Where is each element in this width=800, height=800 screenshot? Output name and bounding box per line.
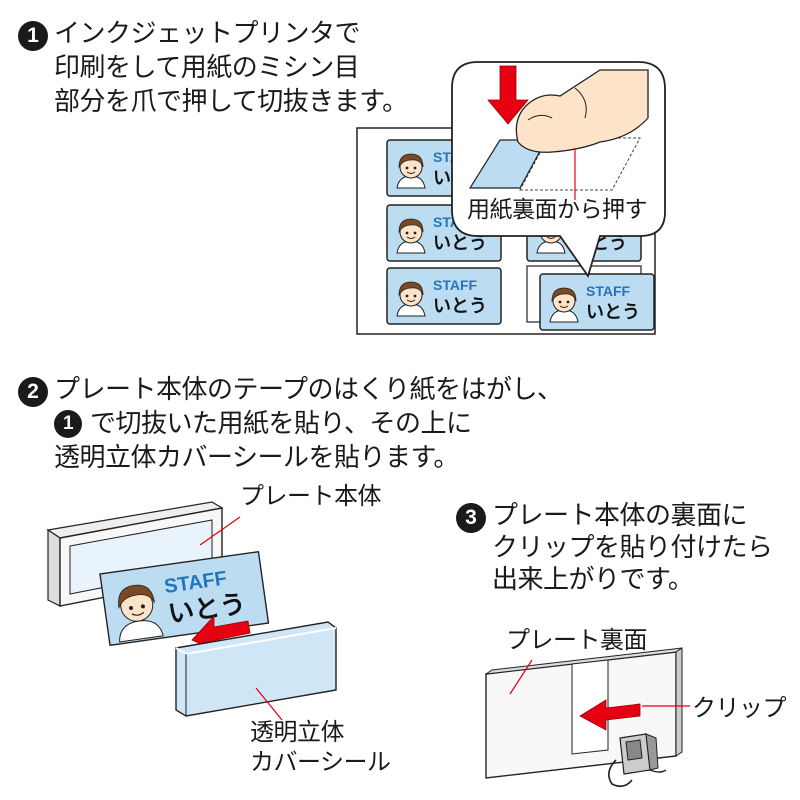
printed-card: STAFF いとう [99,550,270,647]
step-3-line-1: プレート本体の裏面に [492,501,748,531]
sheet-card-popped: STAFF いとう [539,273,655,331]
cover-seal-label-line-1: 透明立体 [250,718,345,746]
step-1-line-2: 印刷をして用紙のミシン目 [54,53,360,83]
card-name-text: いとう [433,296,487,317]
card-title-text: STAFF [433,277,478,293]
step-1-line-1: インクジェットプリンタで [54,19,361,49]
cover-seal-label-line-2: カバーシール [250,748,391,776]
press-down-arrow-icon [487,65,529,125]
step-2-badge: 2 [18,377,48,407]
step-2-line-2-text: で切抜いた用紙を貼り、その上に [90,409,472,439]
attach-clip-arrow-icon [579,699,641,731]
step-3-line-3: 出来上がりです。 [492,565,694,595]
step-1-line-3: 部分を爪で押して切抜きます。 [54,87,408,117]
finger-icon [515,69,649,153]
press-from-back-label: 用紙裏面から押す [467,197,648,223]
step-3-line-2: クリップを貼り付けたら [492,533,773,563]
step-2-illustration: STAFF いとう [46,501,337,721]
step-1-badge: 1 [18,21,48,51]
step-1-illustration: STAFF いとう STAFF いとう STAFF いとう いとう STAFF … [356,61,666,335]
clip-label: クリップ [692,694,787,722]
transparent-cover-seal [175,621,337,717]
step-3-illustration [485,647,690,788]
step-3-badge: 3 [456,503,486,533]
step-1-reference-badge: 1 [54,410,82,438]
card-title-text: STAFF [586,283,631,299]
clip-icon [608,733,667,788]
sheet-card-3: STAFF いとう [386,267,502,325]
card-name-text: いとう [433,233,487,254]
step-2-line-3: 透明立体カバーシールを貼ります。 [54,443,459,473]
step-2-line-1: プレート本体のテープのはくり紙をはがし、 [54,375,563,405]
step-2-line-2: 1 で切抜いた用紙を貼り、その上に [54,408,472,440]
plate-body-label: プレート本体 [240,482,382,510]
plate-back-label: プレート裏面 [506,626,648,654]
card-name-text: いとう [586,302,640,323]
